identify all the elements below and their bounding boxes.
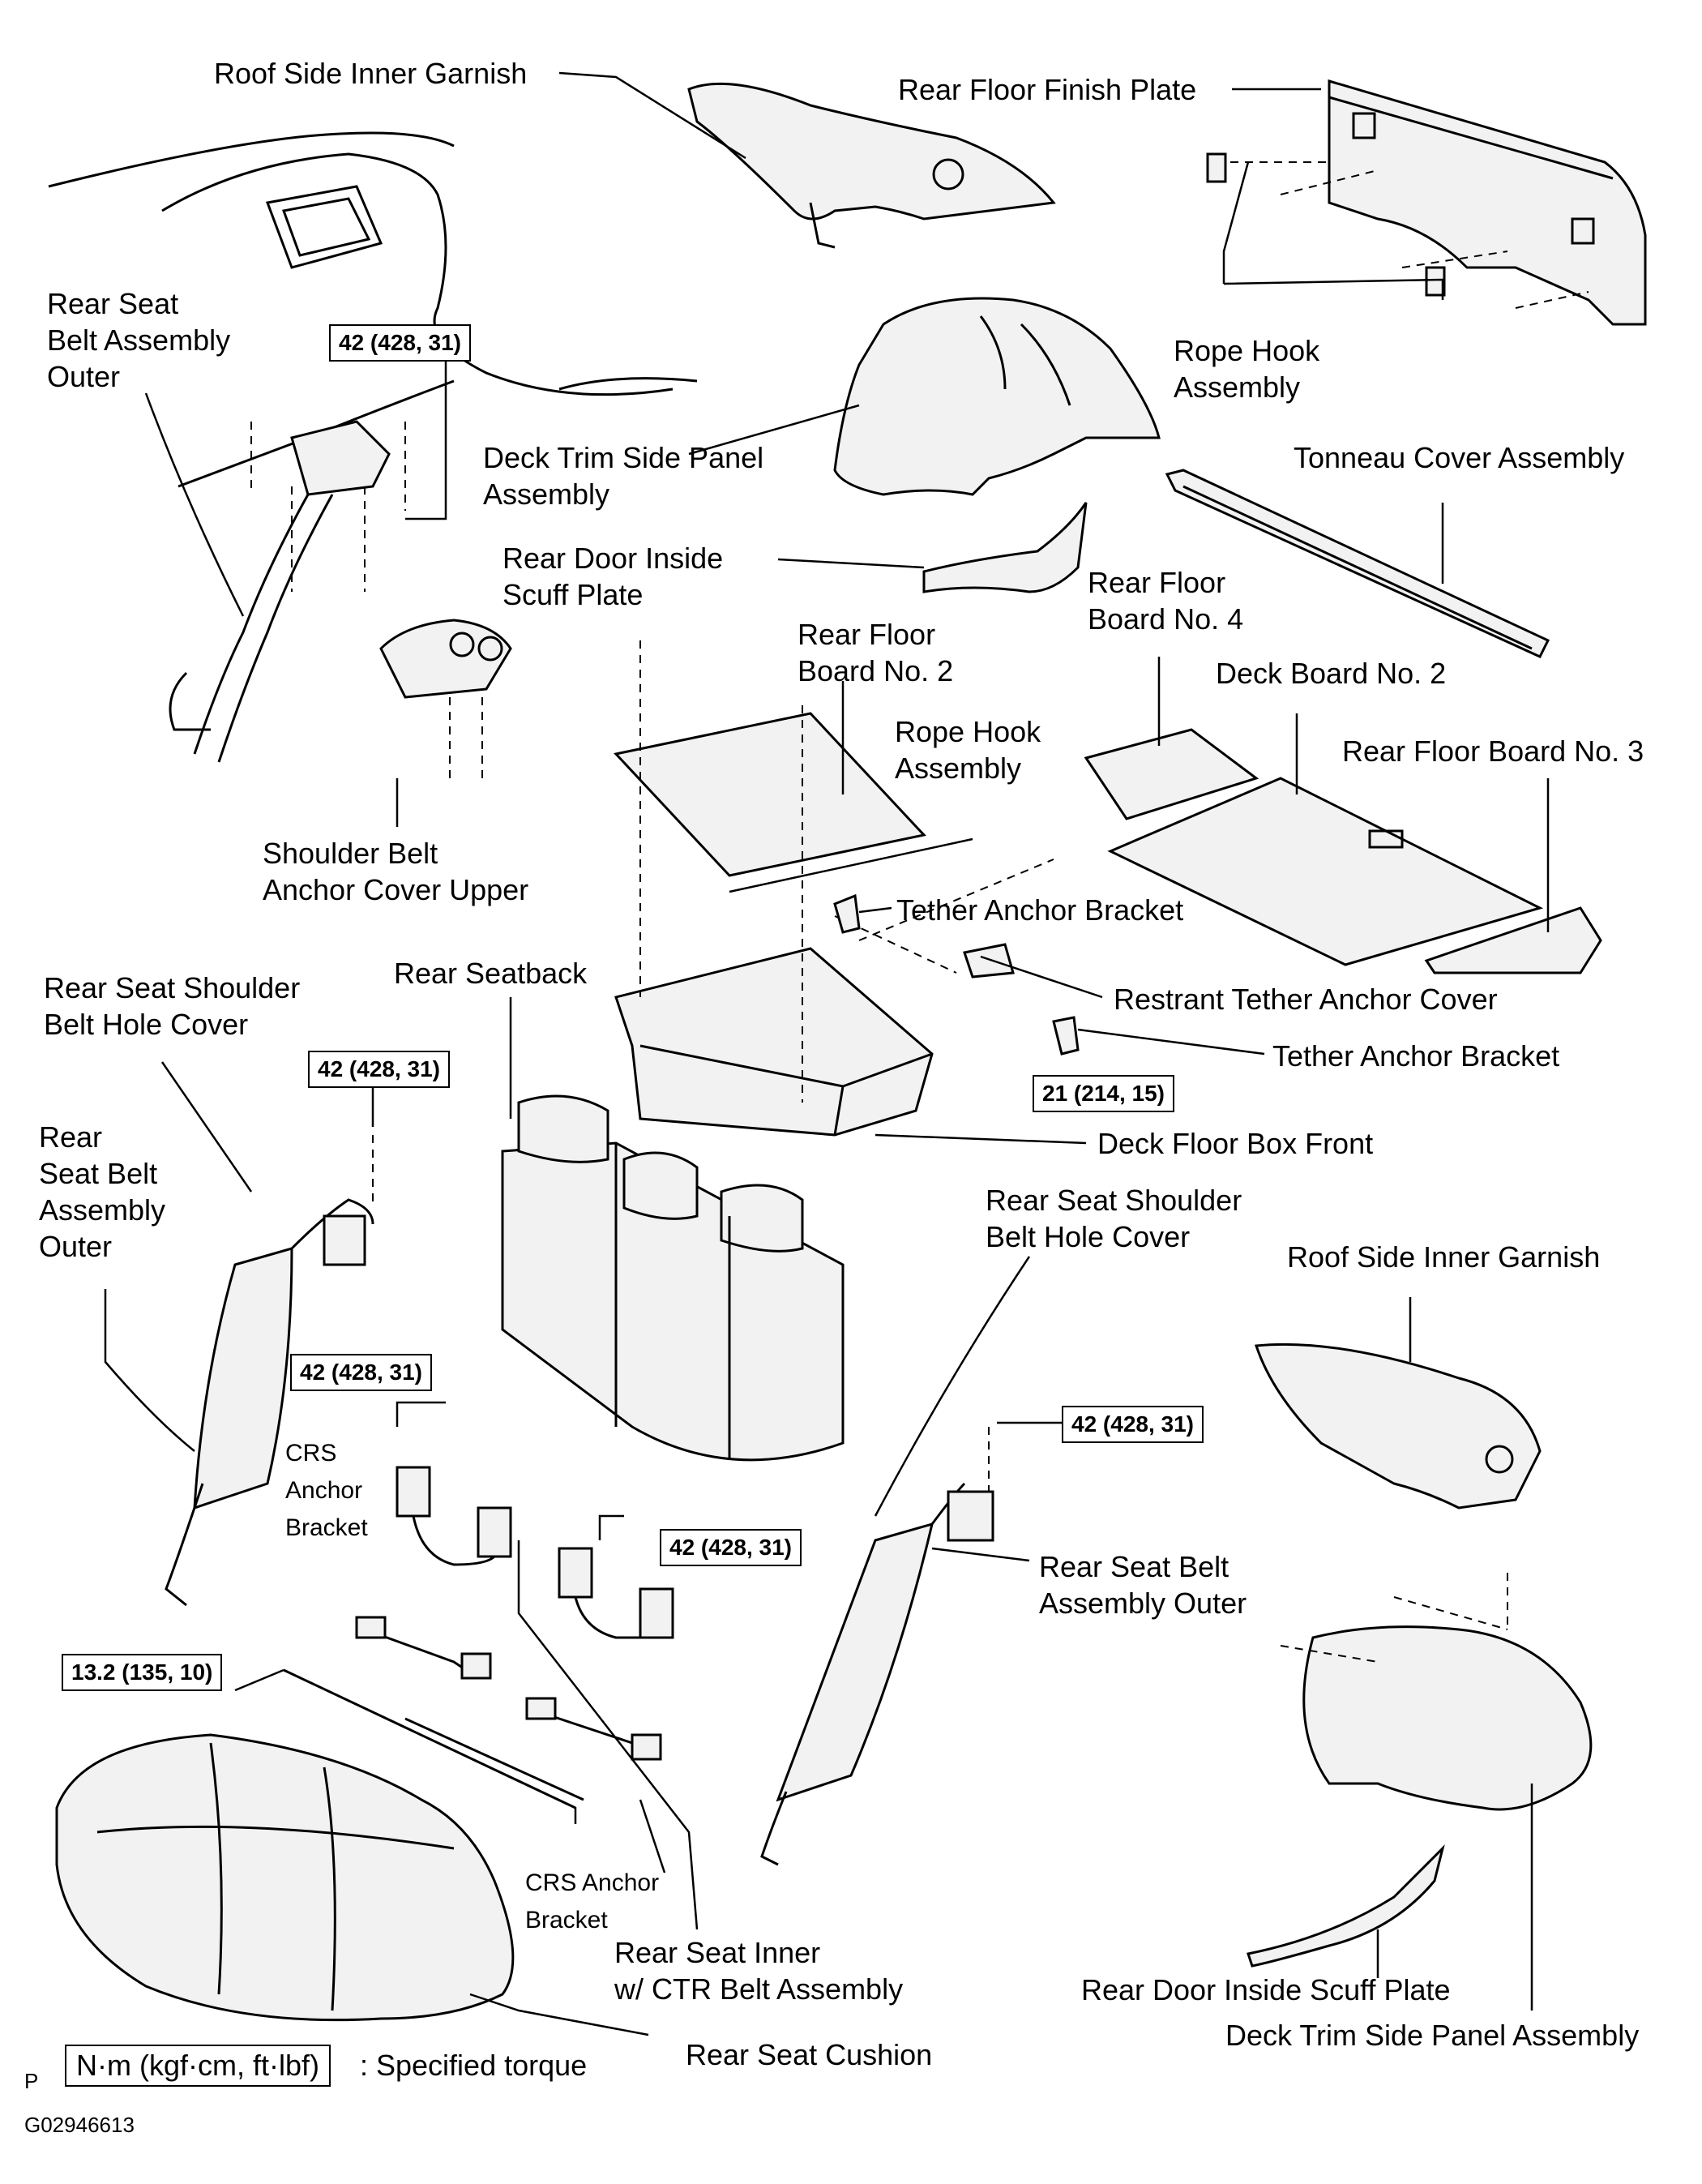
label-line: Assembly (895, 752, 1022, 785)
label-crs-anchor-bracket-lower: CRS Anchor Bracket (525, 1865, 659, 1939)
label-rear-floor-board-no4: Rear Floor Board No. 4 (1088, 564, 1243, 637)
rear-seatback-drawing (501, 1094, 845, 1462)
label-line: Rear Seat Shoulder (986, 1184, 1242, 1217)
label-crs-anchor-bracket-left: CRS Anchor Bracket (285, 1435, 368, 1547)
figure-code: G02946613 (24, 2113, 135, 2137)
label-line: Assembly (39, 1193, 166, 1227)
label-rope-hook-assembly-top: Rope Hook Assembly (1174, 332, 1319, 405)
label-shoulder-belt-anchor-cover-upper: Shoulder Belt Anchor Cover Upper (263, 835, 528, 908)
footer-marker: P (24, 2069, 39, 2093)
label-line: Bracket (285, 1514, 368, 1541)
label-rear-door-inside-scuff-plate-bottom: Rear Door Inside Scuff Plate (1081, 1973, 1451, 2006)
shoulder-belt-anchor-cover-drawing (379, 619, 512, 778)
label-rear-floor-board-no2: Rear Floor Board No. 2 (798, 616, 953, 689)
label-line: Belt Hole Cover (986, 1220, 1191, 1253)
deck-trim-side-panel-bottom-drawing (1280, 1573, 1593, 1811)
label-rear-seat-cushion: Rear Seat Cushion (686, 2038, 933, 2071)
rear-floor-finish-plate-drawing (1206, 79, 1647, 326)
seat-belt-outer-right-drawing (760, 1427, 994, 1866)
legend-description: : Specified torque (360, 2049, 588, 2082)
rear-floor-board-no2-drawing (614, 712, 926, 877)
label-line: Rear (39, 1120, 103, 1154)
label-rear-seat-belt-assembly-outer-left: Rear Seat Belt Assembly Outer (39, 1119, 165, 1265)
roof-side-inner-garnish-top-drawing (687, 82, 1056, 249)
label-line: Rear Floor (1088, 566, 1226, 599)
label-line: Outer (39, 1230, 113, 1263)
inner-belt-buckles-drawing (396, 1466, 674, 1639)
label-line: w/ CTR Belt Assembly (614, 1972, 904, 2006)
label-rear-door-inside-scuff-plate-top: Rear Door Inside Scuff Plate (502, 540, 723, 613)
label-tether-anchor-bracket-lower: Tether Anchor Bracket (1272, 1039, 1560, 1073)
label-line: Assembly (1174, 370, 1301, 404)
scuff-plate-top-drawing (922, 502, 1088, 593)
label-line: Anchor (285, 1477, 363, 1504)
label-line: Rear Seat Shoulder (44, 971, 301, 1004)
torque-spec-box: 42 (428, 31) (329, 324, 471, 362)
label-line: Scuff Plate (502, 578, 644, 611)
torque-spec-box: 21 (214, 15) (1033, 1075, 1174, 1112)
torque-spec-box: 42 (428, 31) (290, 1354, 432, 1391)
rear-seat-cushion-drawing (55, 1733, 515, 2022)
label-line: Bracket (525, 1907, 608, 1933)
label-rear-floor-finish-plate: Rear Floor Finish Plate (898, 73, 1197, 106)
label-line: Board No. 4 (1088, 602, 1244, 636)
label-rear-seat-inner-ctr-belt-assembly: Rear Seat Inner w/ CTR Belt Assembly (614, 1934, 903, 2007)
label-line: CRS Anchor (525, 1869, 660, 1896)
label-line: Assembly Outer (1039, 1587, 1247, 1620)
scuff-plate-bottom-drawing (1247, 1844, 1445, 1968)
label-line: Rope Hook (1174, 334, 1320, 367)
label-restrant-tether-anchor-cover: Restrant Tether Anchor Cover (1114, 983, 1498, 1016)
label-line: Deck Trim Side Panel (483, 441, 764, 474)
label-deck-trim-side-panel-assembly-top: Deck Trim Side Panel Assembly (483, 439, 763, 512)
tether-brackets-drawing (833, 893, 1080, 1056)
label-line: Assembly (483, 477, 610, 511)
label-line: Rear Seat Inner (614, 1936, 821, 1969)
torque-spec-box: 42 (428, 31) (1062, 1406, 1204, 1443)
label-line: Board No. 2 (798, 654, 954, 687)
torque-spec-box: 42 (428, 31) (308, 1051, 450, 1088)
label-line: Rear Door Inside (502, 542, 724, 575)
legend-unit-box: N·m (kgf·cm, ft·lbf) (65, 2045, 331, 2087)
label-rope-hook-assembly-mid: Rope Hook Assembly (895, 713, 1041, 786)
roof-side-inner-garnish-right-drawing (1254, 1343, 1542, 1510)
label-line: CRS (285, 1440, 337, 1467)
label-deck-board-no2: Deck Board No. 2 (1216, 657, 1447, 690)
deck-board-no2-drawing (1107, 777, 1544, 966)
label-deck-trim-side-panel-assembly-bottom: Deck Trim Side Panel Assembly (1225, 2019, 1640, 2052)
label-rear-seat-shoulder-belt-hole-cover-right: Rear Seat Shoulder Belt Hole Cover (986, 1182, 1242, 1255)
label-tonneau-cover-assembly: Tonneau Cover Assembly (1294, 441, 1625, 474)
deck-floor-box-front-drawing (614, 640, 1054, 1137)
rear-floor-board-no4-drawing (1084, 728, 1259, 820)
seat-belt-outer-top-drawing (169, 420, 406, 763)
label-line: Seat Belt (39, 1157, 158, 1190)
torque-spec-box: 13.2 (135, 10) (62, 1654, 223, 1691)
label-rear-floor-board-no3: Rear Floor Board No. 3 (1342, 734, 1644, 768)
label-roof-side-inner-garnish-right: Roof Side Inner Garnish (1287, 1240, 1601, 1274)
label-line: Shoulder Belt (263, 837, 438, 870)
label-tether-anchor-bracket-upper: Tether Anchor Bracket (896, 893, 1184, 927)
label-line: Outer (47, 360, 121, 393)
leader-lines (104, 71, 1550, 2036)
label-roof-side-inner-garnish-top: Roof Side Inner Garnish (214, 57, 528, 90)
torque-spec-box: 42 (428, 31) (660, 1529, 802, 1566)
label-line: Anchor Cover Upper (263, 873, 529, 906)
label-line: Rear Seat Belt (1039, 1550, 1229, 1583)
label-rear-seat-belt-assembly-outer-right: Rear Seat Belt Assembly Outer (1039, 1548, 1247, 1621)
label-deck-floor-box-front: Deck Floor Box Front (1097, 1127, 1374, 1160)
label-rear-seat-belt-assembly-outer-top: Rear Seat Belt Assembly Outer (47, 285, 230, 395)
tonneau-cover-drawing (1165, 469, 1550, 658)
label-line: Rear Seat (47, 287, 179, 320)
rear-floor-board-no3-drawing (1424, 906, 1602, 974)
label-line: Rear Floor (798, 618, 936, 651)
seat-belt-outer-left-drawing (165, 1135, 374, 1607)
label-line: Belt Hole Cover (44, 1008, 249, 1041)
label-line: Belt Assembly (47, 323, 231, 357)
label-rear-seatback: Rear Seatback (394, 957, 588, 990)
deck-trim-side-panel-top-drawing (833, 297, 1161, 496)
label-line: Rope Hook (895, 715, 1041, 748)
label-rear-seat-shoulder-belt-hole-cover-left: Rear Seat Shoulder Belt Hole Cover (44, 970, 300, 1043)
